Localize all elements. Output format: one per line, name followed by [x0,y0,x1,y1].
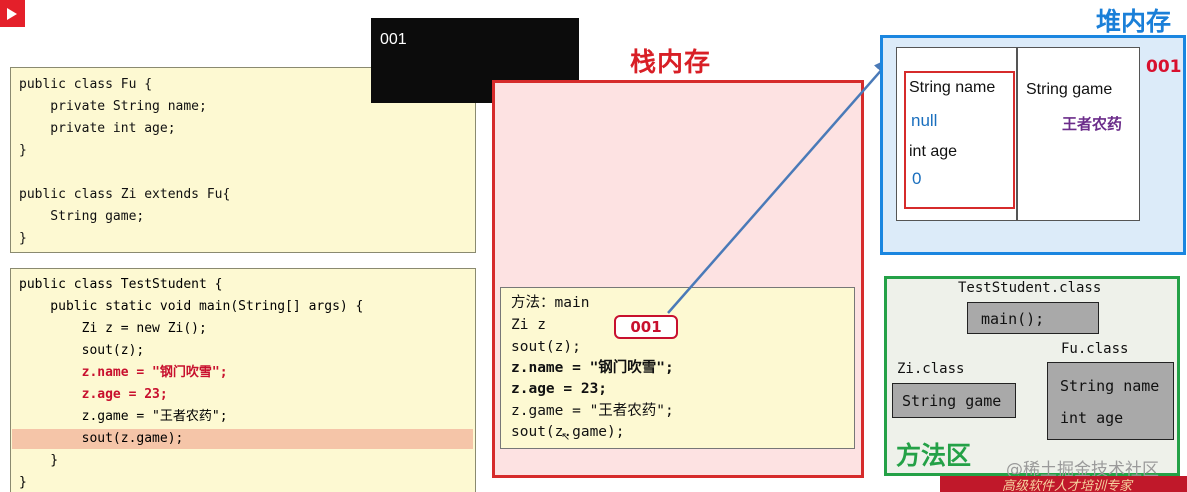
frame-line: z.game = "王者农药"; [511,403,674,419]
code-line: z.age = 23; [19,387,168,402]
fu-class-label: Fu.class [1061,341,1129,357]
footer-banner: 高级软件人才培训专家 [940,476,1187,492]
frame-line: z.age = 23; [511,381,608,397]
code-line: z.game = "王者农药"; [19,409,228,424]
code-line: private String name; [19,99,207,114]
code-line: sout(z); [19,343,145,358]
method-area-title: 方法区 [896,441,972,470]
fu-class-field-name: String name [1060,377,1160,395]
code-line: z.name = "钢门吹雪"; [19,365,228,380]
heap-address: 001 [1146,57,1182,77]
heap-field-name-value: null [911,111,938,130]
frame-line: z.name = "钢门吹雪"; [511,360,674,376]
watermark: @稀土掘金技术社区 [1006,460,1159,480]
main-method-label: main(); [981,310,1045,328]
code-line: public class TestStudent { [19,277,223,292]
code-line: } [19,475,27,490]
code-line: public class Zi extends Fu{ [19,187,231,202]
code-line: Zi z = new Zi(); [19,321,207,336]
heap-field-age: int age [909,143,958,160]
fu-super-part [904,71,1015,209]
code-line: public static void main(String[] args) { [19,299,364,314]
code-line: private int age; [19,121,176,136]
code-line: } [19,143,27,158]
main-stack-frame: 方法：main Zi z sout(z); z.name = "钢门吹雪"; z… [500,287,855,449]
mouse-cursor-icon: ↖ [561,430,571,443]
frame-line: Zi z [511,317,546,333]
play-icon [7,8,17,20]
heap-field-game: String game [1026,81,1113,98]
zi-class-label: Zi.class [897,361,965,377]
frame-line: sout(z); [511,339,581,355]
code-line: String game; [19,209,145,224]
heap-field-game-value: 王者农药 [1062,115,1123,133]
heap-field-age-value: 0 [912,169,922,188]
current-line-highlight [12,429,473,449]
fu-class-field-age: int age [1060,409,1124,427]
object-divider [1016,47,1018,221]
code-line: } [19,231,27,246]
zi-class-field: String game [902,392,1002,410]
code-line: sout(z.game); [19,431,184,446]
frame-line: sout(z.game); [511,424,625,440]
main-method-box: main(); [967,302,1099,334]
test-student-code [10,268,476,492]
reference-address-badge: 001 [614,315,678,339]
test-student-class-label: TestStudent.class [958,280,1102,296]
code-line: public class Fu { [19,77,153,92]
stack-title: 栈内存 [630,48,712,78]
footer-text: 高级软件人才培训专家 [1002,479,1133,492]
zi-class-box: String game [892,383,1016,418]
tooltip-text: 001 [380,31,407,48]
fu-class-box: String name int age [1047,362,1174,440]
frame-line: 方法：main [511,295,590,311]
heap-title: 堆内存 [1096,7,1172,36]
heap-field-name: String name [909,79,996,96]
code-line: } [19,453,59,468]
